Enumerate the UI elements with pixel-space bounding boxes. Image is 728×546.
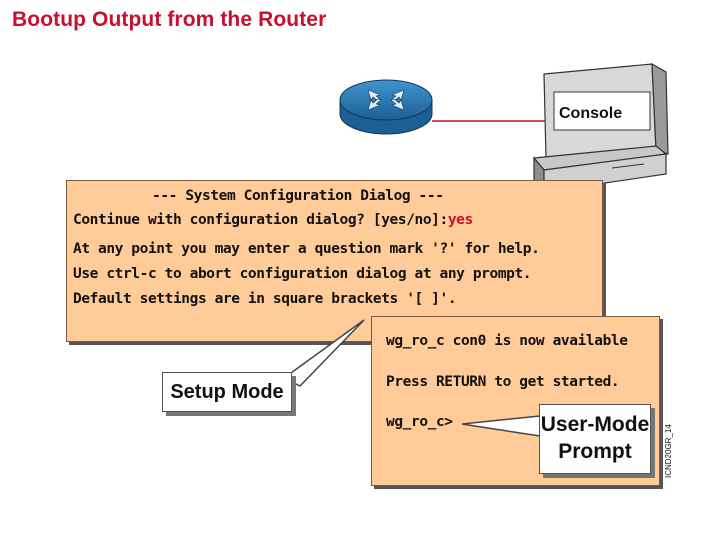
console-label: Console (559, 105, 623, 122)
user-box-line-prompt: wg_ro_c> (386, 414, 453, 430)
figure-id: ICND20GR_14 (664, 424, 673, 478)
router-icon (339, 79, 433, 135)
page-title: Bootup Output from the Router (12, 8, 327, 31)
setup-mode-callout-pointer (282, 319, 365, 387)
user-mode-callout-line1: User-Mode (540, 413, 650, 436)
user-mode-prompt-callout: User-Mode Prompt (539, 404, 651, 474)
config-dialog-line: At any point you may enter a question ma… (73, 241, 540, 257)
config-dialog-line: Default settings are in square brackets … (73, 291, 457, 307)
user-box-line-press-return: Press RETURN to get started. (386, 374, 620, 390)
config-prompt-text: Continue with configuration dialog? [yes… (73, 212, 448, 228)
user-mode-callout-line2: Prompt (558, 440, 632, 463)
config-dialog-line: Use ctrl-c to abort configuration dialog… (73, 266, 532, 282)
user-box-line-available: wg_ro_c con0 is now available (386, 333, 628, 349)
config-dialog-heading: --- System Configuration Dialog --- (152, 188, 444, 204)
config-dialog-box (66, 180, 603, 342)
console-link-line (432, 120, 556, 122)
setup-mode-callout: Setup Mode (162, 372, 292, 412)
config-dialog-prompt: Continue with configuration dialog? [yes… (73, 212, 473, 228)
config-prompt-answer: yes (447, 212, 473, 228)
